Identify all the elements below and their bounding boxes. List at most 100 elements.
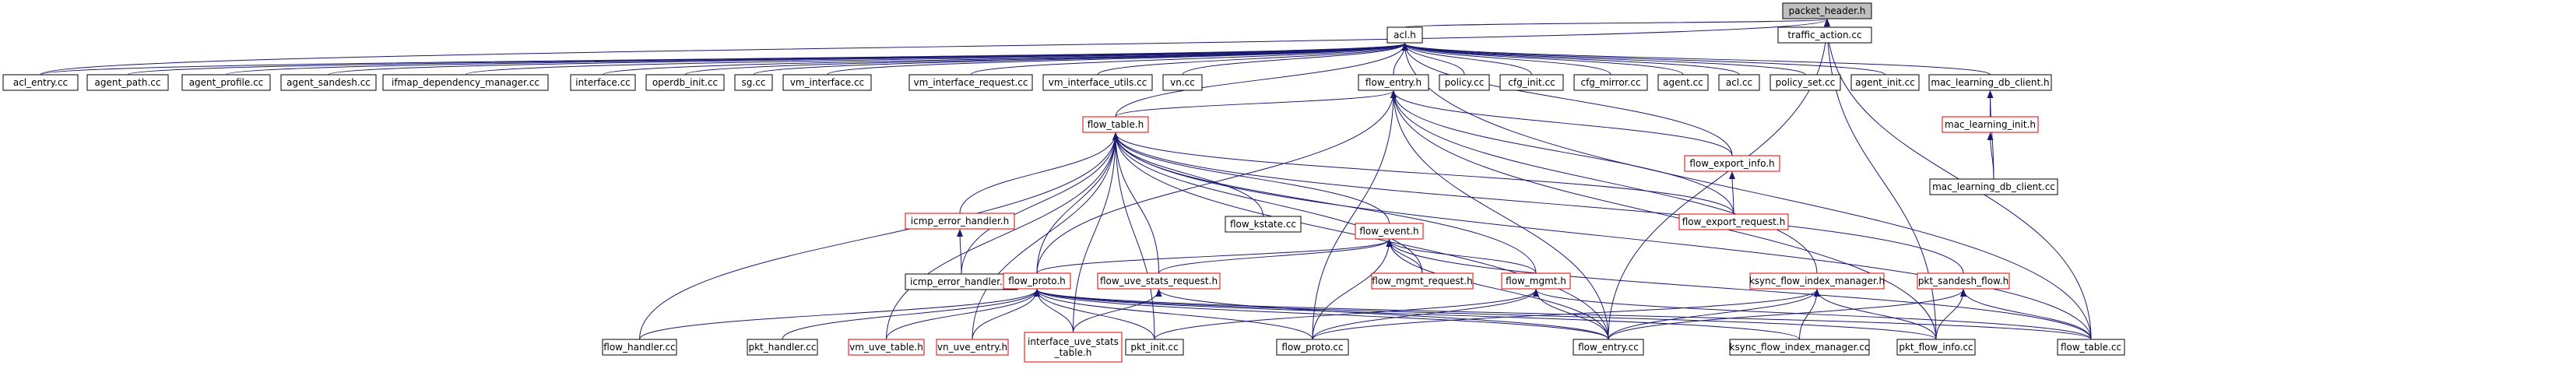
edge-flow_entry_cc-to-flow_entry_h [1390,90,1609,340]
node-flow-proto-h[interactable]: flow_proto.h [1003,272,1071,290]
node-flow-export-request-h[interactable]: flow_export_request.h [1678,213,1789,230]
node-label: policy_set.cc [1776,77,1836,88]
node-flow-table-cc[interactable]: flow_table.cc [2057,339,2125,356]
node-box [747,339,818,356]
node-label: icmp_error_handler.cc [910,276,1013,287]
node-agent-init-cc[interactable]: agent_init.cc [1850,74,1920,91]
node-ksync-flow-index-manager-h[interactable]: ksync_flow_index_manager.h [1749,272,1885,290]
edge-interface_uve_stats_table_h-to-flow_uve_stats_request_h [1073,289,1162,333]
node-flow-entry-h[interactable]: flow_entry.h [1358,74,1429,91]
edge-flow_proto_cc-to-flow_proto_h [1034,289,1313,340]
file-nodes: packet_header.h traffic_action.cc acl.h acl… [2,2,2125,363]
node-operdb-init-cc[interactable]: operdb_init.cc [645,74,725,91]
node-flow-table-h[interactable]: flow_table.h [1082,116,1149,133]
node-vn-uve-entry-h[interactable]: vn_uve_entry.h [936,339,1009,356]
node-acl-h[interactable]: acl.h [1386,26,1423,44]
node-flow-proto-cc[interactable]: flow_proto.cc [1276,339,1349,356]
node-label: interface_uve_stats [1028,336,1119,347]
edge-vm_uve_table_h-to-flow_proto_h [886,289,1040,340]
node-pkt-init-cc[interactable]: pkt_init.cc [1125,339,1184,356]
node-flow-handler-cc[interactable]: flow_handler.cc [602,339,677,356]
node-label: acl_entry.cc [13,77,68,88]
node-mac-learning-db-client-cc[interactable]: mac_learning_db_client.cc [1929,178,2058,195]
node-ifmap-dependency-manager-cc[interactable]: ifmap_dependency_manager.cc [382,74,549,91]
node-cfg-init-cc[interactable]: cfg_init.cc [1499,74,1564,91]
node-flow-mgmt-h[interactable]: flow_mgmt.h [1501,272,1571,290]
node-policy-set-cc[interactable]: policy_set.cc [1769,74,1841,91]
node-label: traffic_action.cc [1787,30,1861,40]
edge-flow_table_cc-to-flow_event_h [1386,239,2092,340]
node-box [1358,74,1429,91]
node-agent-path-cc[interactable]: agent_path.cc [86,74,169,91]
node-label: flow_table.cc [2061,342,2121,353]
node-label: agent_path.cc [95,77,161,88]
node-ksync-flow-index-manager-cc[interactable]: ksync_flow_index_manager.cc [1729,339,1870,356]
node-box [1896,339,1976,356]
node-icmp-error-handler-h[interactable]: icmp_error_handler.h [905,213,1015,230]
node-interface-uve-stats-table-h[interactable]: interface_uve_stats_table.h [1024,332,1123,363]
node-label: acl.cc [1726,77,1752,88]
node-packet-header-h[interactable]: packet_header.h [1782,2,1872,19]
edge-pkt_flow_info_cc-to-flow_entry_h [1390,90,1937,340]
node-vn-cc[interactable]: vn.cc [1162,74,1203,91]
edge-flow_export_info_h-to-acl_h [1401,43,1733,156]
node-box [1749,272,1885,290]
edge-pkt_sandesh_flow_h-to-flow_table_h [1112,132,1964,274]
node-label: vm_interface.cc [790,77,864,88]
node-box [1769,74,1841,91]
node-label: agent_profile.cc [189,77,264,88]
node-box [1573,339,1644,356]
node-interface-cc[interactable]: interface.cc [570,74,636,91]
node-box [905,213,1015,230]
node-icmp-error-handler-cc[interactable]: icmp_error_handler.cc [905,273,1018,290]
node-flow-export-info-h[interactable]: flow_export_info.h [1684,155,1780,172]
node-box [936,339,1009,356]
node-cfg-mirror-cc[interactable]: cfg_mirror.cc [1573,74,1648,91]
node-flow-kstate-cc[interactable]: flow_kstate.cc [1225,216,1302,233]
node-label: vn_uve_entry.h [937,342,1007,353]
node-pkt-sandesh-flow-h[interactable]: pkt_sandesh_flow.h [1917,272,2010,290]
node-box [1929,178,2058,195]
node-vm-interface-utils-cc[interactable]: vm_interface_utils.cc [1042,74,1153,91]
node-box [1499,74,1564,91]
node-mac-learning-init-h[interactable]: mac_learning_init.h [1942,116,2039,133]
edge-flow_handler_cc-to-flow_proto_h [639,289,1040,340]
node-box [1684,155,1780,172]
node-flow-entry-cc[interactable]: flow_entry.cc [1573,339,1644,356]
edge-flow_export_request_h-to-flow_entry_h [1390,90,1734,215]
node-label: _table.h [1054,347,1092,358]
node-vm-uve-table-h[interactable]: vm_uve_table.h [848,339,925,356]
node-vm-interface-cc[interactable]: vm_interface.cc [782,74,872,91]
node-agent-sandesh-cc[interactable]: agent_sandesh.cc [280,74,377,91]
node-box [1777,26,1872,44]
node-vm-interface-request-cc[interactable]: vm_interface_request.cc [908,74,1033,91]
node-mac-learning-db-client-h[interactable]: mac_learning_db_client.h [1928,74,2052,91]
node-flow-event-h[interactable]: flow_event.h [1355,223,1424,240]
node-pkt-handler-cc[interactable]: pkt_handler.cc [747,339,818,356]
node-agent-profile-cc[interactable]: agent_profile.cc [181,74,271,91]
node-policy-cc[interactable]: policy.cc [1439,74,1490,91]
edge-acl_h-to-packet_header_h [1404,19,1829,28]
edge-agent_sandesh_cc-to-acl_h [328,43,1407,76]
node-label: vm_uve_table.h [849,342,923,353]
node-label: flow_uve_stats_request.h [1100,276,1218,286]
node-acl-cc[interactable]: acl.cc [1718,74,1760,91]
node-label: agent_sandesh.cc [286,77,371,88]
node-label: flow_entry.cc [1578,342,1639,353]
edge-policy_set_cc-to-acl_h [1401,43,1806,76]
node-label: flow_kstate.cc [1230,219,1296,230]
node-label: flow_export_info.h [1689,158,1774,169]
edge-mac_learning_db_client_h-to-acl_h [1401,43,1991,76]
node-label: flow_table.h [1088,119,1144,130]
edge-flow_entry_cc-to-pkt_sandesh_flow_h [1608,289,1966,340]
edge-flow_table_h-to-flow_entry_h [1115,90,1397,118]
node-agent-cc[interactable]: agent.cc [1657,74,1709,91]
node-acl-entry-cc[interactable]: acl_entry.cc [2,74,79,91]
node-pkt-flow-info-cc[interactable]: pkt_flow_info.cc [1896,339,1976,356]
node-flow-uve-stats-request-h[interactable]: flow_uve_stats_request.h [1097,272,1221,290]
node-traffic-action-cc[interactable]: traffic_action.cc [1777,26,1872,44]
node-sg-cc[interactable]: sg.cc [734,74,773,91]
node-flow-mgmt-request-h[interactable]: flow_mgmt_request.h [1371,272,1474,290]
edge-flow_table_h-to-acl_h [1115,43,1408,118]
edge-pkt_flow_info_cc-to-ksync_flow_index_manager_h [1814,289,1937,340]
